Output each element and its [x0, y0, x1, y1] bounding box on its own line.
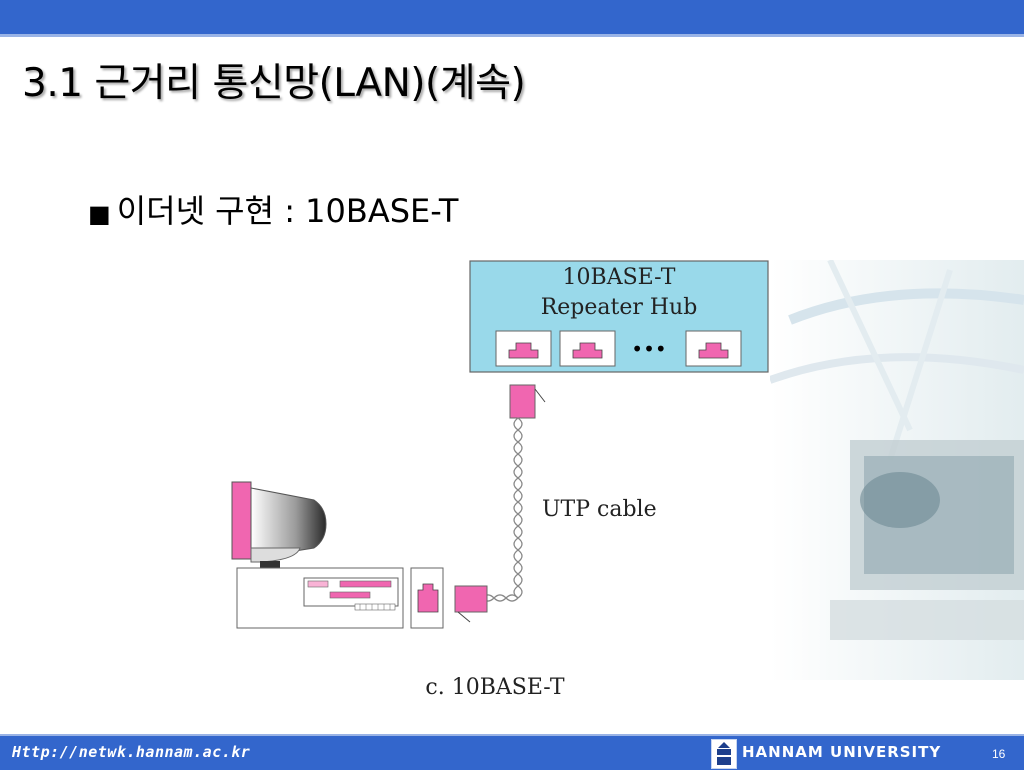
hub-label-line1: 10BASE-T — [563, 265, 676, 290]
pc-cable-plug — [454, 585, 488, 613]
pc-system-unit — [236, 567, 404, 629]
bullet-marker: ■ — [88, 200, 111, 228]
slide-title: 3.1 근거리 통신망(LAN)(계속) — [22, 61, 526, 106]
top-banner — [0, 0, 1024, 37]
hub-port-2 — [559, 330, 616, 367]
hub-cable-plug — [509, 384, 536, 419]
utp-cable — [469, 417, 523, 602]
bullet-text: 이더넷 구현 : 10BASE-T — [116, 192, 459, 230]
footer-bar: Http://netwk.hannam.ac.kr HANNAM UNIVERS… — [0, 734, 1024, 770]
background-computer-artwork — [770, 260, 1024, 680]
hub-port-1 — [495, 330, 552, 367]
port-ellipsis: ••• — [631, 337, 666, 361]
hub-port-3 — [685, 330, 742, 367]
page-number: 16 — [992, 747, 1006, 761]
pc-monitor — [231, 481, 327, 568]
footer-url[interactable]: Http://netwk.hannam.ac.kr — [12, 743, 251, 761]
university-name: HANNAM UNIVERSITY — [742, 743, 942, 761]
bullet-point: ■이더넷 구현 : 10BASE-T — [88, 186, 458, 232]
cable-label: UTP cable — [542, 497, 657, 522]
university-logo-icon — [711, 739, 737, 769]
hub-label-line2: Repeater Hub — [541, 295, 698, 320]
pc-nic-port — [410, 567, 444, 629]
diagram-caption: c. 10BASE-T — [425, 675, 565, 700]
